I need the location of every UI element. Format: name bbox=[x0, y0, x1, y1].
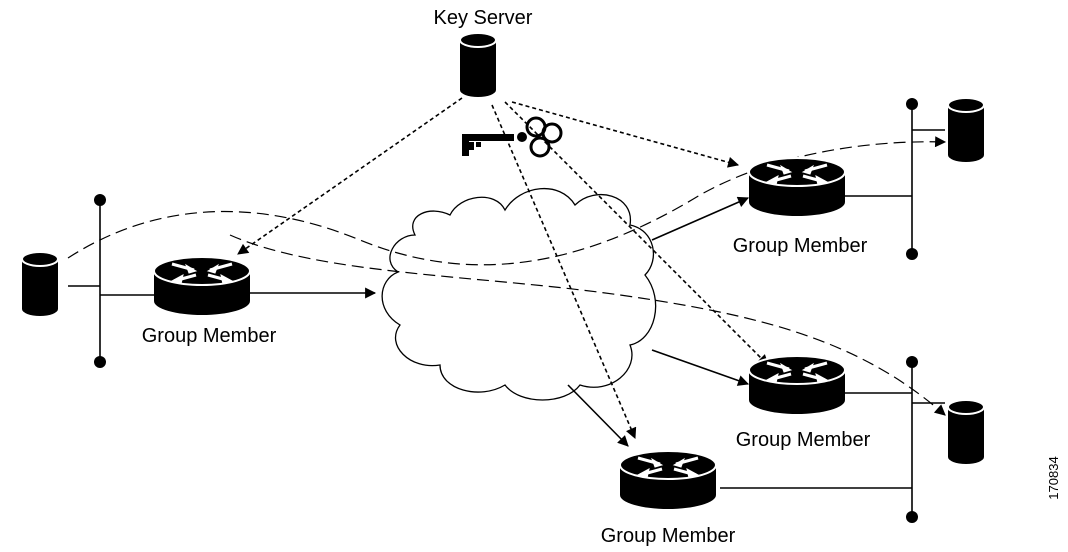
database-icon-left bbox=[21, 251, 59, 317]
lan-top-right bbox=[845, 98, 945, 260]
key-distribution-paths bbox=[237, 97, 769, 440]
key-server-label: Key Server bbox=[434, 7, 533, 29]
key-server-database-icon bbox=[459, 32, 497, 98]
router-icon-bottom bbox=[618, 449, 718, 511]
figure-id: 170834 bbox=[1046, 456, 1061, 499]
lan-bottom-right bbox=[720, 356, 945, 523]
router-icon-mid-right bbox=[747, 354, 847, 416]
group-member-label-left: Group Member bbox=[142, 325, 277, 347]
group-member-label-bottom: Group Member bbox=[601, 525, 736, 547]
key-icon bbox=[462, 116, 563, 158]
router-icon-left bbox=[152, 255, 252, 317]
cloud-icon bbox=[381, 188, 657, 401]
data-flow-paths bbox=[67, 136, 947, 416]
lan-left bbox=[68, 194, 155, 368]
database-icon-top-right bbox=[947, 97, 985, 163]
group-member-label-mid-right: Group Member bbox=[736, 429, 871, 451]
group-member-label-top-right: Group Member bbox=[733, 235, 868, 257]
database-icon-bottom-right bbox=[947, 399, 985, 465]
router-icon-top-right bbox=[747, 156, 847, 218]
traffic-arrows bbox=[248, 196, 750, 447]
